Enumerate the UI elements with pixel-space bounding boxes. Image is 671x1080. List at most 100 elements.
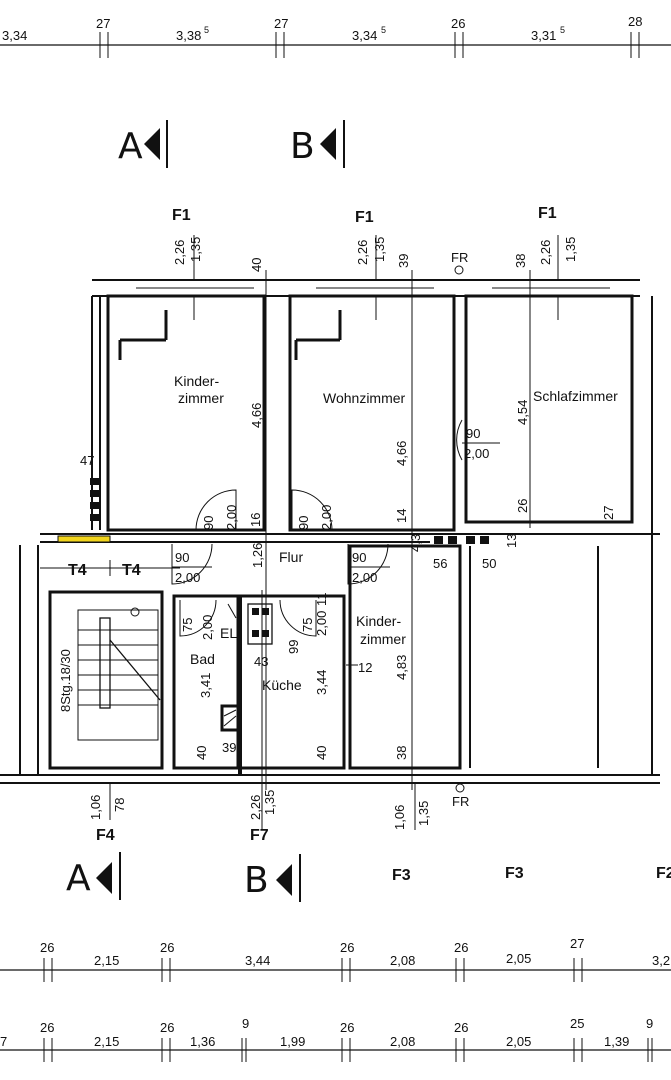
svg-text:78: 78 bbox=[112, 798, 127, 812]
svg-text:25: 25 bbox=[570, 1016, 584, 1031]
window-label-f1-a: F1 bbox=[172, 207, 191, 224]
top-dim-7-sup: 5 bbox=[560, 25, 565, 35]
svg-text:1,35: 1,35 bbox=[372, 237, 387, 262]
svg-text:2,05: 2,05 bbox=[506, 951, 531, 966]
svg-text:40: 40 bbox=[194, 746, 209, 760]
room-bad: Bad bbox=[190, 651, 215, 667]
svg-text:39: 39 bbox=[396, 254, 411, 268]
svg-text:38: 38 bbox=[513, 254, 528, 268]
section-marker-b-bottom: B bbox=[244, 854, 301, 902]
svg-text:26: 26 bbox=[40, 940, 54, 955]
svg-text:1,36: 1,36 bbox=[190, 1034, 215, 1049]
svg-text:2,00: 2,00 bbox=[175, 570, 200, 585]
svg-text:26: 26 bbox=[160, 940, 174, 955]
top-dim-7: 3,31 bbox=[531, 28, 556, 43]
svg-text:26: 26 bbox=[340, 940, 354, 955]
svg-text:2,15: 2,15 bbox=[94, 953, 119, 968]
svg-text:7: 7 bbox=[0, 1034, 7, 1049]
svg-text:2,05: 2,05 bbox=[506, 1034, 531, 1049]
svg-text:47: 47 bbox=[80, 453, 94, 468]
window-dims-top: 2,26 1,35 40 2,26 1,35 39 FR 38 2,26 1,3… bbox=[172, 235, 578, 320]
top-dim-5-sup: 5 bbox=[381, 25, 386, 35]
svg-text:B: B bbox=[290, 126, 315, 167]
top-dim-2: 27 bbox=[96, 16, 110, 31]
svg-text:1,35: 1,35 bbox=[188, 237, 203, 262]
svg-text:2,00: 2,00 bbox=[319, 505, 334, 530]
svg-text:1,39: 1,39 bbox=[604, 1034, 629, 1049]
svg-text:12: 12 bbox=[358, 660, 372, 675]
svg-text:90: 90 bbox=[296, 516, 311, 530]
svg-text:3,44: 3,44 bbox=[314, 670, 329, 695]
svg-text:56: 56 bbox=[433, 556, 447, 571]
svg-text:75: 75 bbox=[300, 618, 315, 632]
svg-text:90: 90 bbox=[201, 516, 216, 530]
top-dim-6: 26 bbox=[451, 16, 465, 31]
svg-text:40: 40 bbox=[314, 746, 329, 760]
window-label-f3-b: F3 bbox=[505, 865, 524, 882]
dimension-helper-lines bbox=[40, 270, 531, 830]
top-dim-8: 28 bbox=[628, 14, 642, 29]
svg-text:2,08: 2,08 bbox=[390, 1034, 415, 1049]
top-dim-1: 3,34 bbox=[2, 28, 27, 43]
svg-text:38: 38 bbox=[394, 746, 409, 760]
window-label-f1-c: F1 bbox=[538, 205, 557, 222]
svg-text:1,26: 1,26 bbox=[250, 543, 265, 568]
room-kueche: Küche bbox=[262, 677, 302, 693]
svg-text:A: A bbox=[66, 858, 91, 899]
svg-text:2,00: 2,00 bbox=[200, 615, 215, 640]
svg-text:1,06: 1,06 bbox=[88, 795, 103, 820]
svg-text:90: 90 bbox=[352, 550, 366, 565]
section-marker-a-top: A bbox=[118, 120, 168, 168]
svg-text:90: 90 bbox=[175, 550, 189, 565]
svg-text:1,35: 1,35 bbox=[262, 790, 277, 815]
svg-text:26: 26 bbox=[40, 1020, 54, 1035]
svg-text:13: 13 bbox=[504, 534, 519, 548]
svg-text:2,26: 2,26 bbox=[172, 240, 187, 265]
svg-text:9: 9 bbox=[646, 1016, 653, 1031]
room-kinderzimmer-2-line1: Kinder- bbox=[356, 613, 401, 629]
svg-text:26: 26 bbox=[454, 1020, 468, 1035]
svg-text:2,26: 2,26 bbox=[248, 795, 263, 820]
svg-text:4,3: 4,3 bbox=[408, 534, 423, 552]
top-dim-5: 3,34 bbox=[352, 28, 377, 43]
svg-text:A: A bbox=[118, 126, 143, 167]
svg-text:2,00: 2,00 bbox=[224, 505, 239, 530]
svg-text:16: 16 bbox=[248, 513, 263, 527]
window-dims-bottom: 1,06 78 2,26 1,35 1,06 1,35 FR bbox=[88, 782, 469, 830]
svg-text:2,00: 2,00 bbox=[314, 611, 329, 636]
svg-text:2,15: 2,15 bbox=[94, 1034, 119, 1049]
walls bbox=[0, 279, 660, 784]
room-schlafzimmer: Schlafzimmer bbox=[533, 388, 618, 404]
top-dim-3-sup: 5 bbox=[204, 25, 209, 35]
svg-text:4,54: 4,54 bbox=[515, 400, 530, 425]
svg-text:27: 27 bbox=[570, 936, 584, 951]
svg-text:3,2: 3,2 bbox=[652, 953, 670, 968]
room-kinderzimmer-1-line2: zimmer bbox=[178, 390, 224, 406]
door-label-t4-a: T4 bbox=[68, 562, 87, 579]
svg-text:4,66: 4,66 bbox=[249, 403, 264, 428]
section-marker-a-bottom: A bbox=[66, 852, 121, 900]
svg-text:39: 39 bbox=[222, 740, 236, 755]
svg-text:1,99: 1,99 bbox=[280, 1034, 305, 1049]
label-el: EL bbox=[220, 625, 237, 641]
svg-text:50: 50 bbox=[482, 556, 496, 571]
section-marker-b-top: B bbox=[290, 120, 345, 168]
svg-text:43: 43 bbox=[254, 654, 268, 669]
top-dim-3: 3,38 bbox=[176, 28, 201, 43]
svg-text:3,44: 3,44 bbox=[245, 953, 270, 968]
svg-text:4,83: 4,83 bbox=[394, 655, 409, 680]
svg-text:B: B bbox=[244, 860, 269, 901]
svg-text:40: 40 bbox=[249, 258, 264, 272]
svg-text:2,08: 2,08 bbox=[390, 953, 415, 968]
svg-text:26: 26 bbox=[340, 1020, 354, 1035]
svg-text:2,26: 2,26 bbox=[355, 240, 370, 265]
window-label-f7: F7 bbox=[250, 827, 269, 844]
bottom-dimension-row-2: 7 26 2,15 26 1,36 9 1,99 26 2,08 26 2,05… bbox=[0, 1016, 671, 1062]
door-label-t4-b: T4 bbox=[122, 562, 141, 579]
top-dim-4: 27 bbox=[274, 16, 288, 31]
top-dimension-line: 3,34 27 3,38 5 27 3,34 5 26 3,31 5 28 bbox=[0, 14, 671, 58]
svg-text:1,06: 1,06 bbox=[392, 805, 407, 830]
doors bbox=[171, 419, 463, 637]
svg-text:75: 75 bbox=[180, 618, 195, 632]
